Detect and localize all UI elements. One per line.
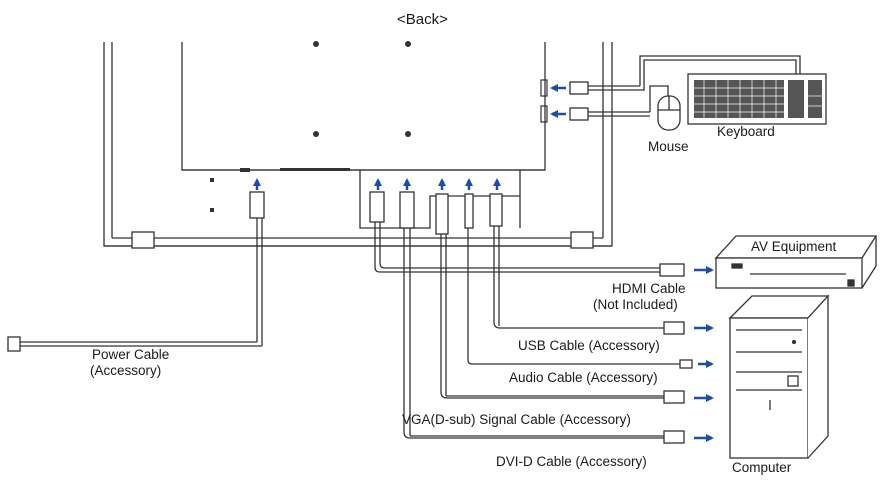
dvi-cable-label: DVI-D Cable (Accessory) xyxy=(496,454,647,469)
device-arrows xyxy=(694,266,714,442)
port-arrows xyxy=(253,178,501,190)
hdmi-cable xyxy=(369,191,685,277)
mounting-holes xyxy=(313,41,411,137)
usb-cable-label: USB Cable (Accessory) xyxy=(518,338,660,353)
vga-cable-label: VGA(D-sub) Signal Cable (Accessory) xyxy=(402,412,631,427)
hdmi-cable-note: (Not Included) xyxy=(593,297,678,312)
keyboard-illustration xyxy=(687,73,827,125)
av-equipment-label: AV Equipment xyxy=(751,239,837,254)
audio-cable-label: Audio Cable (Accessory) xyxy=(509,370,658,385)
power-cable xyxy=(7,191,265,352)
audio-cable xyxy=(464,193,693,369)
side-usb-ports xyxy=(540,79,548,123)
monitor-back xyxy=(103,42,613,249)
vga-cable xyxy=(435,193,685,404)
diagram-title: <Back> xyxy=(397,11,448,28)
power-cable-label: Power Cable xyxy=(92,347,169,362)
keyboard-mouse-cables xyxy=(569,55,801,121)
av-equipment-illustration xyxy=(714,235,878,289)
computer-label: Computer xyxy=(732,460,792,475)
hdmi-cable-label: HDMI Cable xyxy=(612,281,686,296)
monitor-button-strip xyxy=(210,168,350,212)
power-cable-note: (Accessory) xyxy=(90,363,161,378)
mouse-illustration xyxy=(657,95,681,131)
computer-illustration xyxy=(728,294,830,459)
mouse-label: Mouse xyxy=(648,139,689,154)
keyboard-label: Keyboard xyxy=(717,124,775,139)
usb-cable xyxy=(489,193,685,335)
dvi-cable xyxy=(399,191,685,444)
usb-side-arrows xyxy=(550,84,566,118)
